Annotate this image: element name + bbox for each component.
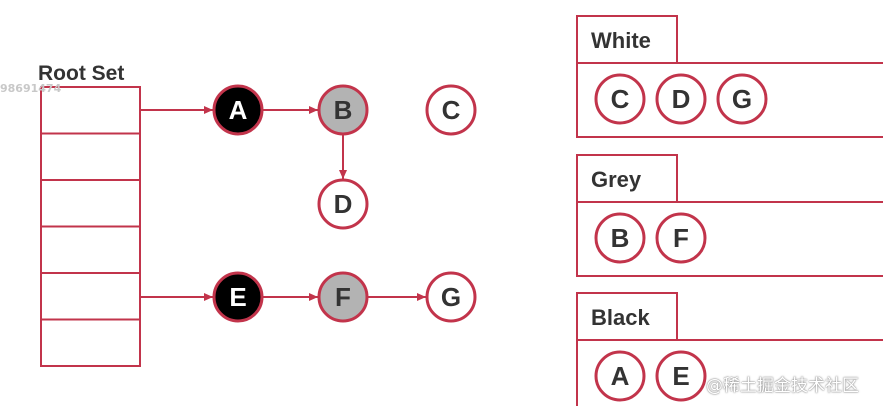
color-set-title: Grey (591, 167, 642, 192)
node-circle (317, 84, 369, 136)
node-f: F (317, 271, 369, 323)
set-item-label: F (673, 223, 689, 253)
node-label: G (441, 282, 461, 312)
set-item-label: G (732, 84, 752, 114)
color-set-tab (576, 292, 678, 341)
set-item-circle (594, 73, 646, 125)
color-set-title: Black (591, 305, 650, 330)
set-item-d: D (655, 73, 707, 125)
set-item-g: G (716, 73, 768, 125)
node-g: G (425, 271, 477, 323)
set-item-circle (716, 73, 768, 125)
set-item-e: E (655, 350, 707, 402)
node-label: F (335, 282, 351, 312)
root-set-label: Root Set (38, 62, 124, 85)
node-a: A (212, 84, 264, 136)
root-set-slot (40, 179, 141, 228)
set-item-f: F (655, 212, 707, 264)
color-set-tab (576, 154, 678, 203)
set-item-a: A (594, 350, 646, 402)
root-set-slot (40, 318, 141, 367)
node-e: E (212, 271, 264, 323)
node-d: D (317, 178, 369, 230)
node-label: C (442, 95, 461, 125)
set-item-circle (655, 212, 707, 264)
set-item-label: D (672, 84, 691, 114)
node-label: D (334, 189, 353, 219)
color-set-title: White (591, 28, 651, 53)
node-circle (212, 84, 264, 136)
object-nodes: A B C D E F G (212, 84, 477, 323)
set-item-label: C (611, 84, 630, 114)
set-item-circle (655, 350, 707, 402)
root-set-slot (40, 132, 141, 181)
left-watermark: 98691474 (0, 82, 62, 95)
set-item-circle (594, 350, 646, 402)
root-set: Root Set (38, 62, 141, 367)
set-item-b: B (594, 212, 646, 264)
set-item-label: E (672, 361, 689, 391)
root-set-slot (40, 272, 141, 321)
node-circle (317, 271, 369, 323)
node-circle (317, 178, 369, 230)
color-set-body (576, 201, 883, 277)
color-set-body (576, 339, 883, 406)
root-set-slot (40, 225, 141, 274)
site-watermark: @稀土掘金技术社区 (706, 376, 859, 396)
node-b: B (317, 84, 369, 136)
set-item-c: C (594, 73, 646, 125)
set-item-label: B (611, 223, 630, 253)
node-label: B (334, 95, 353, 125)
root-set-slots (40, 86, 141, 367)
node-circle (425, 84, 477, 136)
set-item-label: A (611, 361, 630, 391)
set-item-circle (655, 73, 707, 125)
node-label: A (229, 95, 248, 125)
node-c: C (425, 84, 477, 136)
reference-edges (140, 106, 426, 301)
node-circle (425, 271, 477, 323)
set-item-circle (594, 212, 646, 264)
node-label: E (229, 282, 246, 312)
node-circle (212, 271, 264, 323)
color-set-tab (576, 15, 678, 64)
